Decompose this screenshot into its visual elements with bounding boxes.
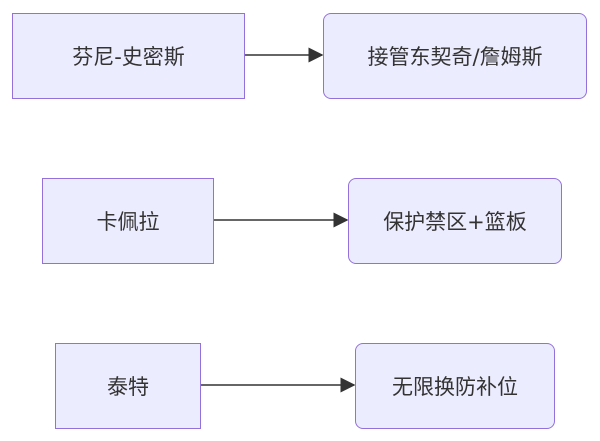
node-role-2: 保护禁区+篮板 — [348, 178, 562, 264]
node-label: 卡佩拉 — [96, 210, 160, 234]
node-player-1: 芬尼-史密斯 — [12, 13, 245, 99]
node-role-1: 接管东契奇/詹姆斯 — [323, 13, 587, 99]
node-label: 接管东契奇/詹姆斯 — [367, 45, 543, 69]
node-label: 保护禁区+篮板 — [383, 210, 527, 234]
node-player-2: 卡佩拉 — [42, 178, 214, 264]
node-label: 芬尼-史密斯 — [72, 45, 185, 69]
node-player-3: 泰特 — [55, 343, 201, 429]
node-role-3: 无限换防补位 — [355, 343, 555, 429]
node-label: 无限换防补位 — [392, 375, 518, 399]
node-label: 泰特 — [107, 375, 149, 399]
